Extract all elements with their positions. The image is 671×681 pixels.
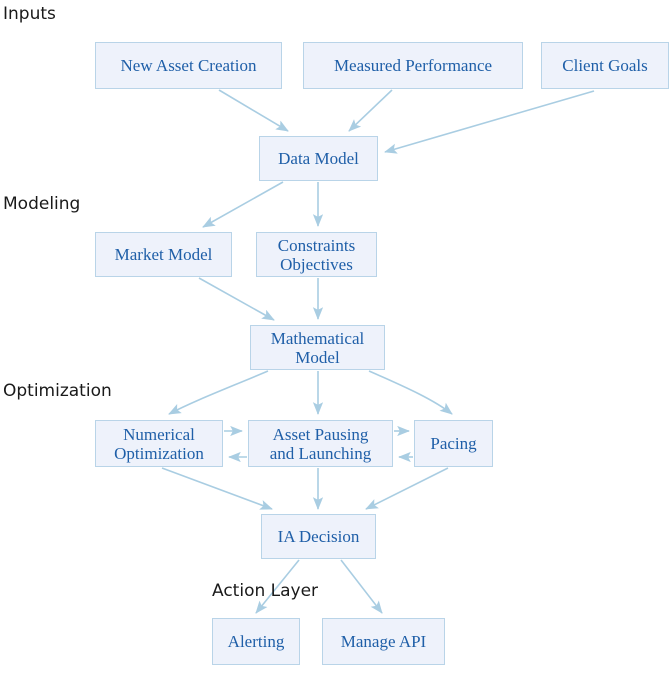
node-measured-performance[interactable]: Measured Performance xyxy=(303,42,523,89)
node-label-constraints-objectives: Constraints Objectives xyxy=(277,235,356,274)
node-numerical-optimization[interactable]: Numerical Optimization xyxy=(95,420,223,467)
node-label-ia-decision: IA Decision xyxy=(277,527,360,546)
node-label-manage-api: Manage API xyxy=(340,632,427,651)
edge-ia-decision-to-manage-api xyxy=(340,559,383,614)
node-label-market-model: Market Model xyxy=(114,245,213,264)
edge-measured-performance-to-data-model xyxy=(348,89,393,132)
edge-data-model-to-market-model xyxy=(202,181,284,228)
node-label-mathematical-model: Mathematical Model xyxy=(270,328,365,367)
node-mathematical-model[interactable]: Mathematical Model xyxy=(250,325,385,370)
node-asset-pausing-launching[interactable]: Asset Pausing and Launching xyxy=(248,420,393,467)
node-label-data-model: Data Model xyxy=(278,149,359,168)
edge-numerical-optimization-to-ia-decision xyxy=(161,467,273,510)
edge-mathematical-model-to-numerical-optimization xyxy=(168,370,269,415)
edge-client-goals-to-data-model xyxy=(384,90,595,154)
node-constraints-objectives[interactable]: Constraints Objectives xyxy=(256,232,377,277)
edge-paths xyxy=(161,89,595,614)
edge-ia-decision-to-alerting xyxy=(255,559,300,614)
node-label-measured-performance: Measured Performance xyxy=(333,56,493,75)
edge-mathematical-model-to-pacing xyxy=(368,370,453,415)
node-data-model[interactable]: Data Model xyxy=(259,136,378,181)
edge-market-model-to-mathematical-model xyxy=(198,277,275,321)
section-label-modeling: Modeling xyxy=(3,194,81,214)
node-ia-decision[interactable]: IA Decision xyxy=(261,514,376,559)
node-label-numerical-optimization: Numerical Optimization xyxy=(114,424,204,463)
node-new-asset-creation[interactable]: New Asset Creation xyxy=(95,42,282,89)
node-market-model[interactable]: Market Model xyxy=(95,232,232,277)
section-label-inputs: Inputs xyxy=(3,4,56,24)
node-alerting[interactable]: Alerting xyxy=(212,618,300,665)
node-manage-api[interactable]: Manage API xyxy=(322,618,445,665)
node-pacing[interactable]: Pacing xyxy=(414,420,493,467)
node-label-pacing: Pacing xyxy=(430,434,477,453)
node-client-goals[interactable]: Client Goals xyxy=(541,42,669,89)
node-label-asset-pausing-launching: Asset Pausing and Launching xyxy=(269,424,372,463)
node-label-client-goals: Client Goals xyxy=(562,56,648,75)
section-label-optimization: Optimization xyxy=(3,381,112,401)
edge-pacing-to-ia-decision xyxy=(365,467,449,510)
section-label-action-layer: Action Layer xyxy=(212,581,319,601)
node-label-new-asset-creation: New Asset Creation xyxy=(120,56,257,75)
node-label-alerting: Alerting xyxy=(227,632,285,651)
edge-new-asset-creation-to-data-model xyxy=(218,89,289,132)
